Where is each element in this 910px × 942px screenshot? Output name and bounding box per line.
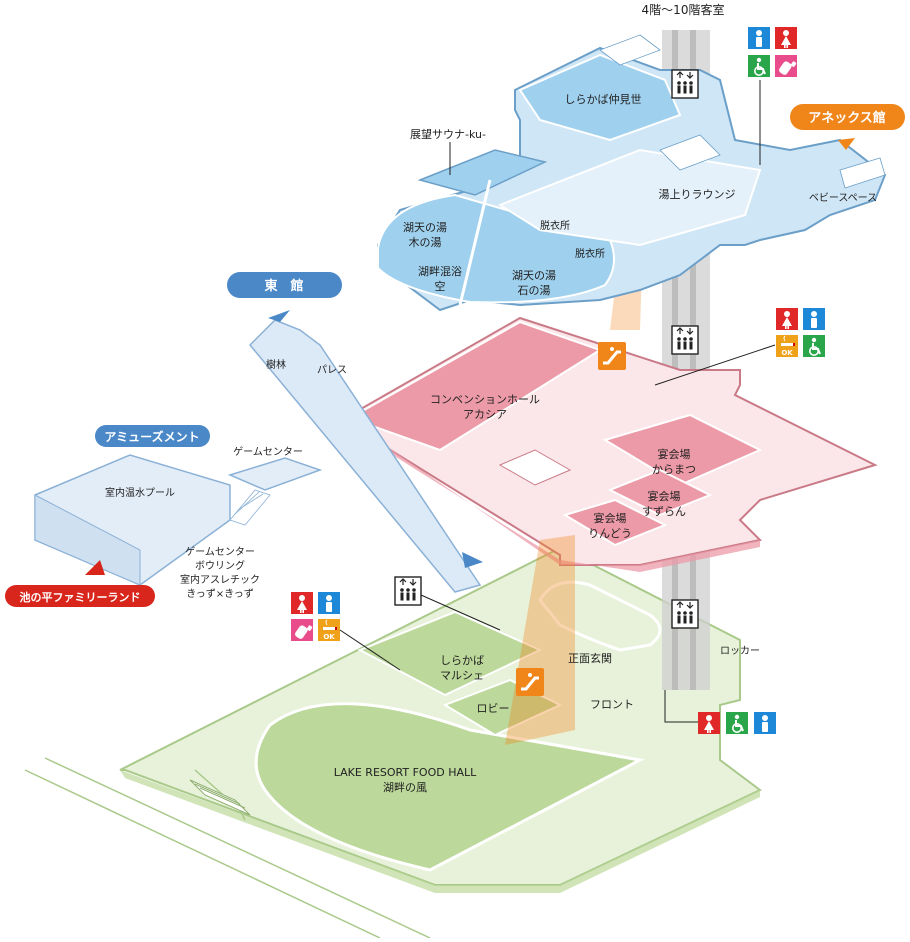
male-wc-icon xyxy=(762,715,768,732)
elevator-icon-top[interactable] xyxy=(671,69,699,99)
label-food-hall-1: LAKE RESORT FOOD HALL xyxy=(334,766,477,779)
label-locker: ロッカー xyxy=(720,645,760,657)
label-bath-ishi-2: 石の湯 xyxy=(518,284,551,297)
ringo-hall xyxy=(562,498,668,547)
label-bath-mixed-1: 湖畔混浴 xyxy=(418,265,462,278)
label-entrance: 正面玄関 xyxy=(568,651,612,665)
label-pool: 室内温水プール xyxy=(105,486,175,499)
elevator-icon-ground-shaft[interactable] xyxy=(671,599,699,629)
marche-area xyxy=(357,610,543,697)
annex-pill-label: アネックス館 xyxy=(808,110,886,126)
label-front: フロント xyxy=(590,698,634,711)
top-stairs xyxy=(599,34,886,189)
guest-rooms-label: 4階〜10階客室 xyxy=(642,2,725,17)
escalator-icon-middle[interactable] xyxy=(596,340,628,372)
shops-block xyxy=(518,53,682,142)
label-lower-3: 室内アスレチック xyxy=(180,573,260,586)
karamatsu-hall xyxy=(602,413,763,487)
male-wc-icon xyxy=(326,595,332,612)
elevator-icon-middle[interactable] xyxy=(671,325,699,355)
facilities-middle-floor: OK xyxy=(654,308,825,386)
label-suzuran-1: 宴会場 xyxy=(648,489,681,503)
label-lower-1: ゲームセンター xyxy=(185,546,255,558)
label-convention-1: コンベンションホール xyxy=(430,393,540,406)
ikenotaira-pill[interactable]: 池の平ファミリーランド xyxy=(5,585,155,607)
arrow-to-annex[interactable] xyxy=(838,138,855,150)
ground-stairs xyxy=(189,779,251,816)
facilities-ground-right xyxy=(664,690,776,734)
arrow-from-east[interactable] xyxy=(462,552,483,568)
label-shops: しらかば仲見世 xyxy=(565,92,642,106)
top-floor xyxy=(377,34,887,312)
label-marche-2: マルシェ xyxy=(440,669,484,682)
game-center-block xyxy=(227,457,323,491)
label-dressing-2: 脱衣所 xyxy=(575,247,605,260)
ground-floor xyxy=(24,546,762,939)
amusement-pill[interactable]: アミューズメント xyxy=(95,425,210,447)
label-lobby: ロビー xyxy=(477,702,510,715)
label-dressing-1: 脱衣所 xyxy=(540,219,570,232)
amusement-pill-label: アミューズメント xyxy=(104,429,199,444)
smoking-ok-text: OK xyxy=(781,349,793,357)
label-food-hall-2: 湖畔の風 xyxy=(383,781,427,794)
annex-pill[interactable]: アネックス館 xyxy=(790,104,905,130)
label-lower-2: ボウリング xyxy=(195,559,245,572)
label-marche-1: しらかば xyxy=(440,654,484,667)
label-lower-4: きっず×きっず xyxy=(186,588,254,600)
amusement-stairs xyxy=(229,489,271,526)
sauna-deck xyxy=(417,149,548,196)
ikenotaira-pill-label: 池の平ファミリーランド xyxy=(20,590,141,604)
arrow-to-east[interactable] xyxy=(268,310,290,322)
middle-court xyxy=(498,449,572,486)
label-palace: パレス xyxy=(317,364,347,376)
facilities-ground-left: OK xyxy=(291,592,401,671)
label-lounge: 湯上りラウンジ xyxy=(659,188,736,201)
label-karamatsu-2: からまつ xyxy=(652,463,696,476)
elevator-icon-ground-lobby[interactable] xyxy=(394,576,422,606)
male-wc-icon xyxy=(811,311,817,328)
label-karamatsu-1: 宴会場 xyxy=(658,447,691,461)
east-wing-pill[interactable]: 東 館 xyxy=(227,272,342,298)
suzuran-hall xyxy=(607,468,713,517)
label-jurin: 樹林 xyxy=(266,358,286,371)
escalator-icon-ground[interactable] xyxy=(514,666,546,698)
label-bath-ki-2: 木の湯 xyxy=(409,236,442,249)
label-game-center-top: ゲームセンター xyxy=(233,446,303,458)
east-wing-pill-label: 東 館 xyxy=(264,278,303,294)
sauna-link xyxy=(458,179,492,306)
label-ringo-1: 宴会場 xyxy=(594,511,627,525)
label-convention-2: アカシア xyxy=(463,408,507,421)
arrow-to-ikenotaira[interactable] xyxy=(85,560,105,575)
male-wc-icon xyxy=(756,30,762,47)
label-sauna: 展望サウナ-ku- xyxy=(410,128,486,141)
label-bath-mixed-2: 空 xyxy=(435,279,446,293)
east-wing xyxy=(34,319,482,593)
bath-round xyxy=(377,193,615,304)
elevator-leader xyxy=(420,594,501,631)
label-baby-space: ベビースペース xyxy=(809,192,877,204)
lounge-area xyxy=(497,148,762,247)
label-bath-ki-1: 湖天の湯 xyxy=(403,221,447,234)
label-suzuran-2: すずらん xyxy=(642,505,686,518)
label-bath-ishi-1: 湖天の湯 xyxy=(512,269,556,282)
smoking-ok-text: OK xyxy=(323,633,335,641)
food-hall-area xyxy=(254,702,645,872)
entrance-loop xyxy=(538,580,662,652)
facilities-top-floor xyxy=(748,27,797,165)
label-ringo-2: りんどう xyxy=(588,527,632,540)
